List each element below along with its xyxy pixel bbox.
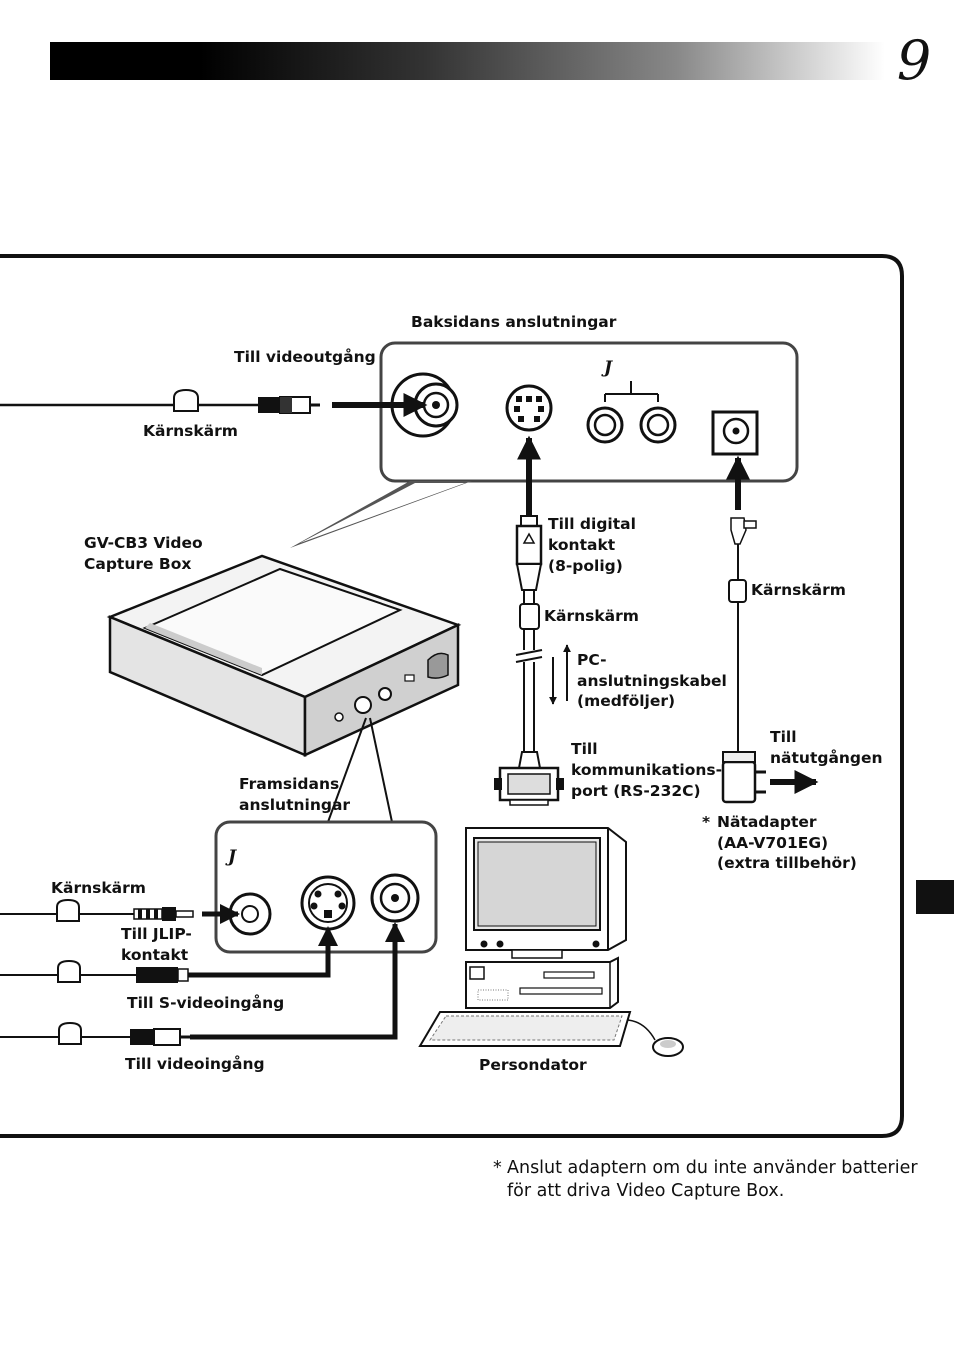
adapter-label-line2: (AA-V701EG) <box>717 834 828 852</box>
adapter-star: * <box>702 813 710 831</box>
pc-cable-label-line1: PC- <box>577 651 607 669</box>
capture-box-device <box>106 554 462 823</box>
rear-connectors-label: Baksidans anslutningar <box>411 313 617 331</box>
to-outlet-label-line1: Till <box>770 728 797 746</box>
front-connectors-label-line2: anslutningar <box>239 796 350 814</box>
front-connectors-label-line1: Framsidans <box>239 775 339 793</box>
core-label-left: Kärnskärm <box>51 879 146 897</box>
video-in-cable <box>0 922 405 1046</box>
adapter-label-line1: Nätadapter <box>717 813 817 831</box>
to-svideo-in-label: Till S-videoingång <box>127 993 284 1012</box>
footnote: * Anslut adaptern om du inte använder ba… <box>493 1157 933 1203</box>
core-label-mid: Kärnskärm <box>544 607 639 625</box>
rear-panel-callout: J <box>290 341 799 548</box>
pc-label: Persondator <box>479 1056 587 1074</box>
svideo-cable <box>0 926 338 983</box>
dc-in-jack-icon <box>711 410 759 456</box>
device-label-line2: Capture Box <box>84 555 191 573</box>
section-tab-marker <box>916 880 954 914</box>
pc-cable-label-line2: anslutningskabel <box>577 672 727 690</box>
pc-connection-cable <box>494 435 571 806</box>
svg-text:J: J <box>225 847 237 867</box>
svideo-in-jack-icon <box>300 875 356 931</box>
diagram-frame <box>0 254 904 1138</box>
footnote-star: * <box>493 1158 502 1178</box>
core-label-top: Kärnskärm <box>143 422 238 440</box>
device-label-line1: GV-CB3 Video <box>84 534 203 552</box>
adapter-cable <box>721 455 819 804</box>
personal-computer-icon <box>418 827 684 1057</box>
comm-port-label-line1: Till <box>571 740 598 758</box>
to-digital-label-line1: Till digital <box>548 515 636 533</box>
comm-port-label-line3: port (RS-232C) <box>571 782 701 800</box>
to-video-in-label: Till videoingång <box>125 1054 265 1073</box>
comm-port-label-line2: kommunikations- <box>571 761 722 779</box>
to-digital-label-line2: kontakt <box>548 536 616 554</box>
adapter-label-line3: (extra tillbehör) <box>717 854 857 872</box>
jlip-cable <box>0 898 240 924</box>
to-jlip-label-line2: kontakt <box>121 946 189 964</box>
to-jlip-label-line1: Till JLIP- <box>121 925 192 943</box>
footnote-text: Anslut adaptern om du inte använder batt… <box>507 1158 918 1201</box>
video-in-jack-icon <box>370 873 420 923</box>
jlip-jacks-icon: J <box>586 358 677 444</box>
svg-text:J: J <box>601 358 613 378</box>
digital-8pin-jack-icon <box>505 384 553 432</box>
to-video-out-label: Till videoutgång <box>234 347 376 366</box>
pc-cable-label-line3: (medföljer) <box>577 692 675 710</box>
to-digital-label-line3: (8-polig) <box>548 557 623 575</box>
core-label-right: Kärnskärm <box>751 581 846 599</box>
header-gradient-bar <box>50 42 885 80</box>
page-number: 9 <box>896 29 932 92</box>
to-outlet-label-line2: nätutgången <box>770 748 883 767</box>
video-out-cable <box>0 388 428 417</box>
